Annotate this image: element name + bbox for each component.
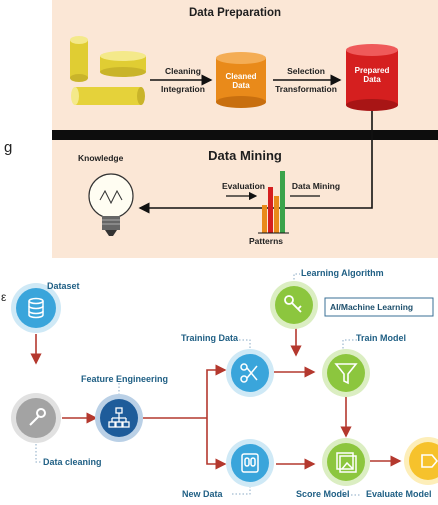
training-data-label: Training Data xyxy=(181,333,239,343)
prepared-data-label: Prepared Data xyxy=(354,66,390,84)
wrench-icon xyxy=(29,408,46,426)
data-mining-label: Data Mining xyxy=(291,181,341,191)
section-divider xyxy=(52,130,438,140)
evaluation-label: Evaluation xyxy=(222,181,265,191)
key-icon xyxy=(284,295,302,313)
knowledge-label: Knowledge xyxy=(78,153,124,163)
data-mining-title: Data Mining xyxy=(208,148,282,163)
funnel-icon xyxy=(334,363,358,385)
scissors-icon xyxy=(240,363,258,383)
text-fragment-epsilon: ε xyxy=(1,290,7,304)
ai-ml-box-label: AI/Machine Learning xyxy=(330,302,414,312)
transformation-label: Transformation xyxy=(275,84,337,94)
integration-label: Integration xyxy=(161,84,205,94)
train-model-label: Train Model xyxy=(356,333,407,343)
train-model-node xyxy=(322,349,370,397)
cleaned-data-cylinder xyxy=(216,52,266,108)
ai-ml-box xyxy=(324,297,434,317)
cleaning-label: Cleaning xyxy=(165,66,201,76)
document-icon xyxy=(241,453,259,473)
score-model-node xyxy=(322,438,370,486)
selection-label: Selection xyxy=(287,66,325,76)
data-preparation-title: Data Preparation xyxy=(188,7,282,19)
patterns-label: Patterns xyxy=(248,236,283,246)
image-icon xyxy=(336,452,357,473)
evaluate-model-node xyxy=(404,437,438,485)
data-cleaning-label: Data cleaning xyxy=(43,457,102,467)
dataset-label: Dataset xyxy=(47,281,80,291)
lightbulb-icon xyxy=(88,173,134,236)
evaluate-model-label: Evaluate Model xyxy=(366,489,432,499)
new-data-label: New Data xyxy=(182,489,223,499)
training-data-node xyxy=(226,349,274,397)
database-icon xyxy=(28,297,44,319)
tag-icon xyxy=(421,454,438,468)
text-fragment-g: g xyxy=(4,139,13,156)
patterns-bar-chart xyxy=(258,171,289,234)
workflow-connectors xyxy=(30,322,402,470)
feedback-arrow xyxy=(138,111,373,214)
raw-data-cylinders xyxy=(70,36,146,105)
cleaned-data-label: Cleaned Data xyxy=(225,72,257,90)
hierarchy-icon xyxy=(108,407,130,428)
new-data-node xyxy=(226,439,274,487)
feature-engineering-label: Feature Engineering xyxy=(81,374,169,384)
learning-algorithm-label: Learning Algorithm xyxy=(301,268,384,278)
prepared-data-cylinder xyxy=(346,44,398,111)
score-model-label: Score Model xyxy=(296,489,350,499)
